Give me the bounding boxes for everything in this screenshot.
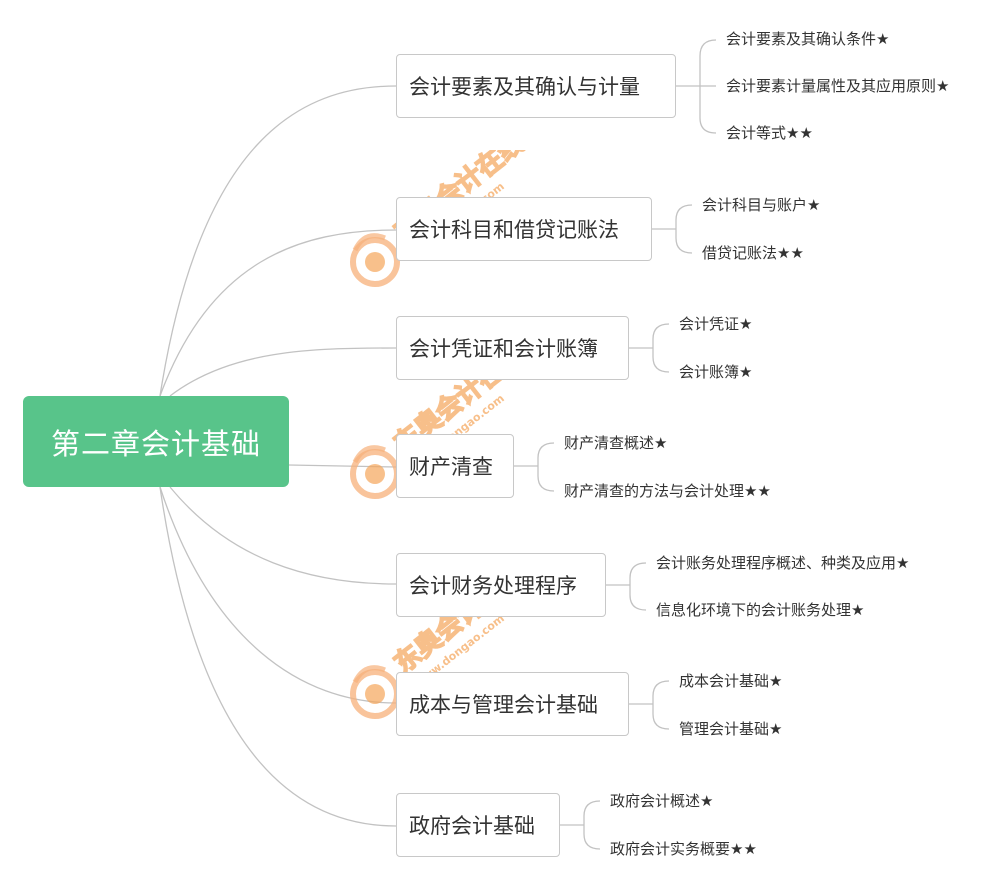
subtopic-item[interactable]: 会计账务处理程序概述、种类及应用★ [656,554,910,572]
topic-label: 成本与管理会计基础 [409,693,598,717]
topic-label: 财产清查 [409,455,493,479]
topic-node-7[interactable]: 政府会计基础 [396,793,560,857]
subtopic-item[interactable]: 管理会计基础★ [679,720,783,738]
subtopic-item[interactable]: 会计科目与账户★ [702,196,821,214]
topic-label: 会计财务处理程序 [409,574,577,598]
subtopic-item[interactable]: 会计账簿★ [679,363,753,381]
topic-node-4[interactable]: 财产清查 [396,434,514,498]
subtopic-item[interactable]: 政府会计实务概要★★ [610,840,757,858]
topic-7-bracket [583,800,601,850]
root-connector-6 [159,486,397,704]
subtopic-item[interactable]: 成本会计基础★ [679,672,783,690]
subtopic-item[interactable]: 借贷记账法★★ [702,244,804,262]
root-connector-3 [169,347,397,397]
topic-2-bracket [675,204,693,254]
subtopic-item[interactable]: 财产清查的方法与会计处理★★ [564,482,771,500]
root-connector-1 [159,85,397,397]
topic-node-2[interactable]: 会计科目和借贷记账法 [396,197,652,261]
topic-1-bracket [699,39,717,134]
topic-5-bracket [629,562,647,611]
root-node[interactable]: 第二章会计基础 [23,396,289,487]
topic-label: 政府会计基础 [409,814,535,838]
subtopic-item[interactable]: 政府会计概述★ [610,792,714,810]
root-connector-7 [159,486,397,827]
root-connector-4 [288,464,397,468]
topic-node-6[interactable]: 成本与管理会计基础 [396,672,629,736]
subtopic-item[interactable]: 会计要素计量属性及其应用原则★ [726,77,950,95]
subtopic-item[interactable]: 财产清查概述★ [564,434,668,452]
topic-label: 会计科目和借贷记账法 [409,218,619,242]
subtopic-item[interactable]: 会计凭证★ [679,315,753,333]
topic-node-1[interactable]: 会计要素及其确认与计量 [396,54,676,118]
topic-6-bracket [652,680,670,730]
subtopic-item[interactable]: 会计要素及其确认条件★ [726,30,890,48]
topic-label: 会计要素及其确认与计量 [409,75,640,99]
root-connector-5 [169,486,397,585]
subtopic-item[interactable]: 信息化环境下的会计账务处理★ [656,601,865,619]
root-connector-2 [159,229,397,397]
topic-3-bracket [652,323,670,373]
topic-node-3[interactable]: 会计凭证和会计账簿 [396,316,629,380]
topic-node-5[interactable]: 会计财务处理程序 [396,553,606,617]
subtopic-item[interactable]: 会计等式★★ [726,124,813,142]
topic-label: 会计凭证和会计账簿 [409,337,598,361]
topic-4-bracket [537,442,555,492]
root-label: 第二章会计基础 [50,426,261,461]
